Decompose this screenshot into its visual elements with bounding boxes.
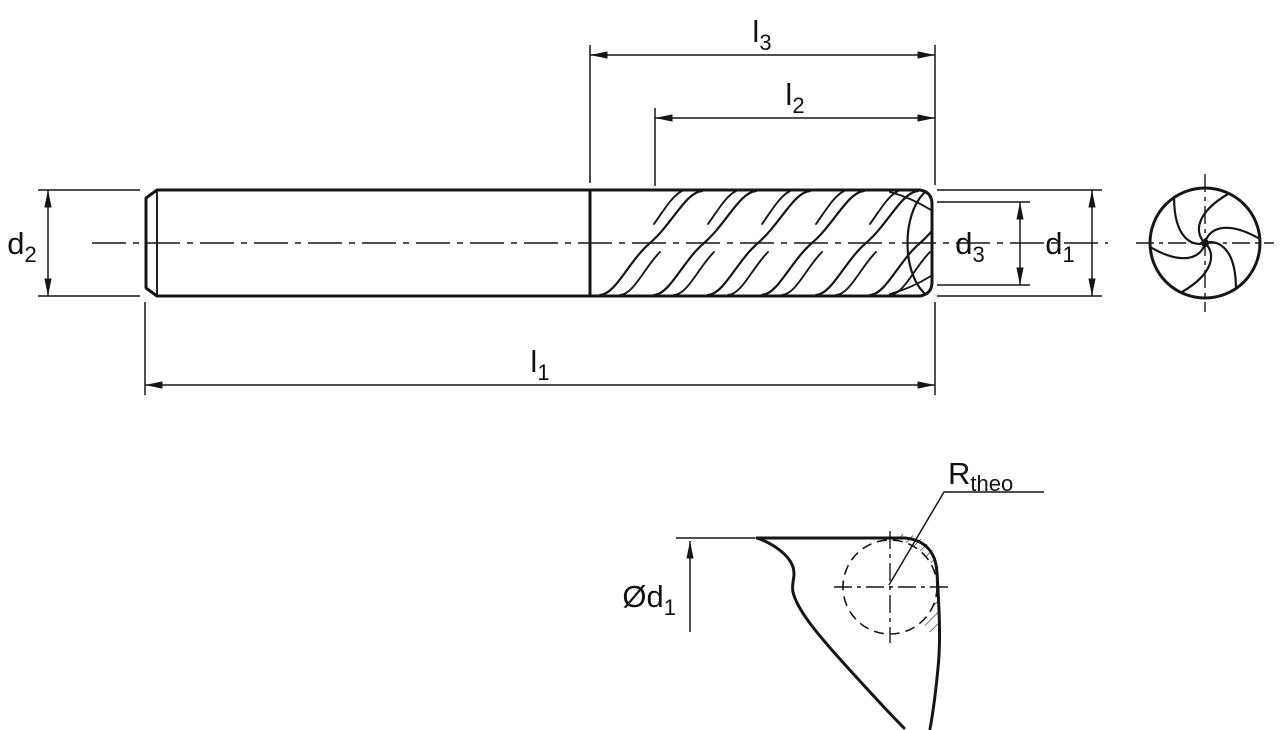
label-d1: d1 bbox=[1045, 226, 1075, 267]
flute-body bbox=[588, 188, 934, 298]
end-view-crosshair bbox=[1136, 174, 1274, 312]
rtheo-leader: Rtheo bbox=[888, 456, 1044, 586]
corner-radius-detail: Rtheo Ød1 bbox=[622, 456, 1044, 730]
label-d3: d3 bbox=[955, 226, 985, 267]
label-dia-d1: Ød1 bbox=[622, 579, 676, 620]
label-d2: d2 bbox=[7, 226, 37, 267]
label-l3: l3 bbox=[752, 14, 771, 55]
dimension-l2: l2 bbox=[654, 77, 935, 186]
dimension-d1: d1 bbox=[937, 189, 1102, 297]
tip-gash-lower bbox=[889, 275, 932, 295]
detail-crosshair bbox=[834, 531, 948, 643]
end-view bbox=[1136, 174, 1274, 312]
dimension-dia-d1: Ød1 bbox=[622, 537, 755, 632]
dimension-d2: d2 bbox=[7, 189, 140, 297]
label-l1: l1 bbox=[530, 344, 549, 385]
side-view bbox=[92, 188, 1108, 298]
dimension-l1: l1 bbox=[144, 302, 936, 395]
label-r-theo: Rtheo bbox=[948, 456, 1013, 496]
tip-gash-upper bbox=[889, 191, 932, 211]
dimension-d3: d3 bbox=[937, 201, 1030, 286]
corner-detail-outline bbox=[755, 536, 942, 730]
dimension-l3: l3 bbox=[589, 14, 936, 185]
label-l2: l2 bbox=[785, 77, 804, 118]
